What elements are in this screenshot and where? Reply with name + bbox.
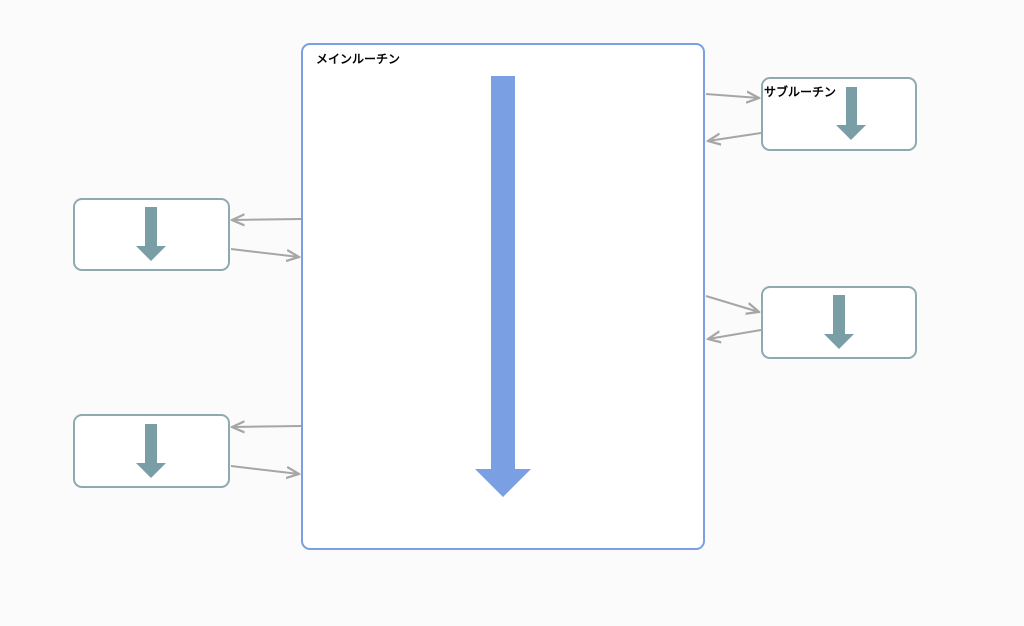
- call-arrow-to-subroutine-upper-left: [232, 219, 302, 220]
- return-arrow-from-subroutine-mid-right: [708, 329, 762, 339]
- subroutine-frame: [761, 77, 917, 151]
- subroutine-label: サブルーチン: [764, 84, 836, 99]
- subroutine-box-mid-right: [761, 286, 917, 359]
- call-arrow-to-subroutine-lower-left: [232, 426, 302, 427]
- return-arrow-from-subroutine-top-right: [708, 132, 762, 141]
- subroutine-flow-arrow-icon: [836, 87, 866, 140]
- subroutine-box-lower-left: [73, 414, 230, 488]
- call-arrow-to-subroutine-mid-right: [705, 295, 759, 312]
- main-routine-box: メインルーチン: [301, 43, 705, 550]
- call-arrow-to-subroutine-top-right: [705, 94, 759, 98]
- subroutine-flow-arrow-icon: [136, 207, 166, 261]
- main-routine-label: メインルーチン: [316, 52, 400, 66]
- subroutine-flow-arrow-icon: [136, 424, 166, 478]
- return-arrow-from-subroutine-lower-left: [230, 465, 299, 474]
- subroutine-flow-arrow-icon: [824, 295, 854, 349]
- subroutine-box-upper-left: [73, 198, 230, 271]
- subroutine-box-top-right: サブルーチン: [761, 77, 917, 151]
- return-arrow-from-subroutine-upper-left: [230, 248, 299, 257]
- main-flow-arrow-icon: [475, 76, 531, 497]
